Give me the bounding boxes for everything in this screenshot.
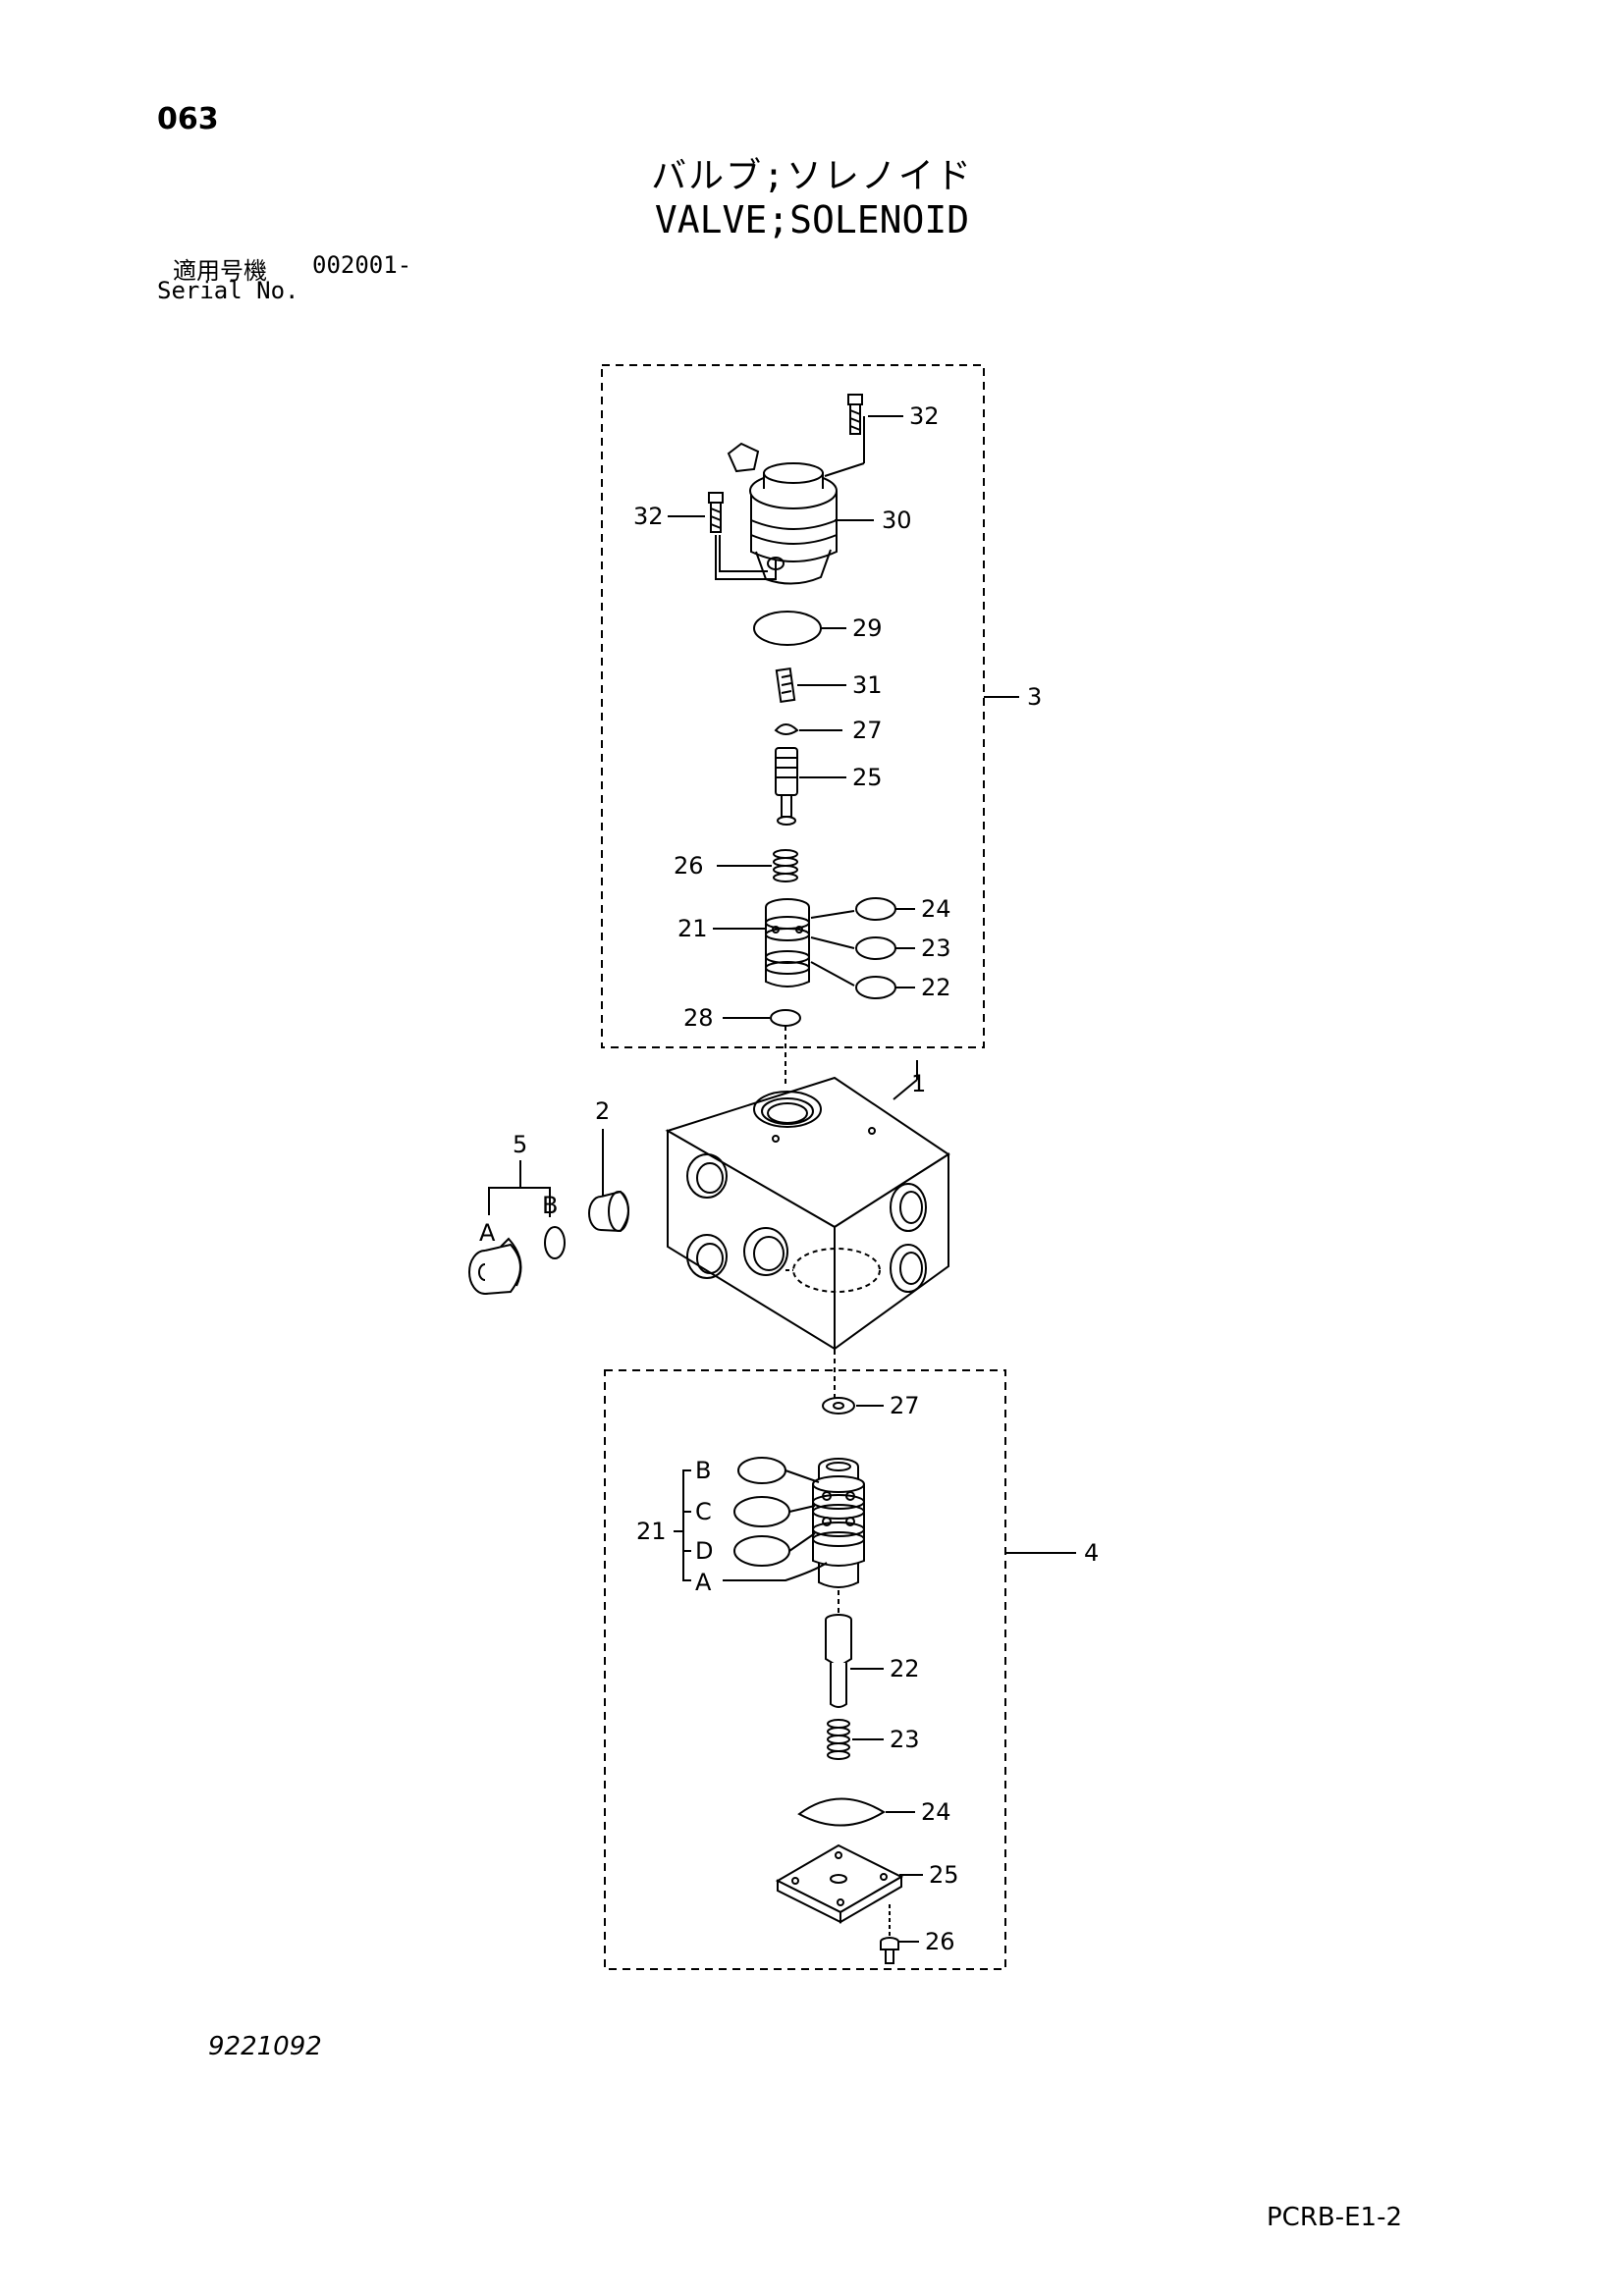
cover-part-25 [775,1843,904,1924]
spool-part-25 [775,747,798,826]
o-ring-part-22 [855,976,896,999]
callout-28: 28 [683,1004,714,1032]
callout-23-group4: 23 [890,1726,920,1753]
o-ring-part-21b [737,1457,786,1484]
snap-ring-part-27 [774,723,799,735]
callout-31: 31 [852,671,883,699]
callout-1: 1 [911,1070,926,1097]
callout-21-group4: 21 [636,1518,667,1545]
plug-part-5a [468,1237,522,1295]
cartridge-part-21 [812,1458,865,1588]
screw-part-32-left [708,492,724,533]
washer-part-27 [822,1397,855,1415]
callout-32-left: 32 [633,503,664,530]
page-title-japanese: バルブ;ソレノイド [651,156,973,196]
o-ring-part-21c [733,1496,790,1527]
callout-25-group4: 25 [929,1861,959,1889]
callout-27: 27 [852,717,883,744]
group-3-boundary [601,364,985,1048]
callout-24: 24 [921,895,951,923]
page-title: VALVE;SOLENOID [654,198,970,241]
poppet-part-22 [825,1614,852,1708]
o-ring-part-28 [770,1009,801,1027]
sleeve-part-21 [765,898,810,988]
callout-5-a: A [479,1219,496,1247]
callout-21-a: A [695,1569,712,1596]
callout-21: 21 [677,915,708,942]
o-ring-part-23 [855,936,896,960]
callout-25: 25 [852,764,883,791]
callout-22: 22 [921,974,951,1001]
callout-27-group4: 27 [890,1392,920,1419]
screw-part-32-top [847,394,863,435]
spring-part-26 [773,849,798,882]
callout-group-3: 3 [1027,683,1042,711]
callout-2: 2 [595,1097,610,1125]
callout-21-b: B [695,1457,711,1484]
callout-23: 23 [921,934,951,962]
bolt-part-26 [880,1937,899,1964]
o-ring-part-5b [544,1226,566,1259]
serial-label: Serial No. [157,277,299,304]
callout-5-b: B [542,1192,558,1219]
group-4-boundary [604,1369,1006,1970]
callout-29: 29 [852,614,883,642]
o-ring-part-24 [855,897,896,921]
callout-26: 26 [674,852,704,880]
plug-part-2 [588,1190,629,1233]
pin-part-31 [775,667,796,703]
callout-24-group4: 24 [921,1798,951,1826]
callout-26-group4: 26 [925,1928,955,1955]
callout-5: 5 [513,1131,527,1158]
callout-32-top: 32 [909,402,940,430]
page-code: PCRB-E1-2 [1267,2203,1403,2232]
valve-body-part-1 [665,1076,950,1351]
spring-part-23 [827,1719,850,1760]
gasket-part-24 [797,1797,886,1827]
o-ring-part-29 [753,611,822,646]
serial-number-value: 002001- [312,251,412,279]
callout-22-group4: 22 [890,1655,920,1682]
callout-21-d: D [695,1537,713,1565]
callout-21-c: C [695,1498,712,1525]
drawing-number: 9221092 [208,2032,322,2061]
page-number: 063 [157,102,219,136]
callout-30: 30 [882,507,912,534]
serial-label-japanese: 適用号機 [173,257,267,285]
solenoid-coil-part-30 [727,442,838,585]
o-ring-part-21d [733,1535,790,1567]
callout-group-4: 4 [1084,1539,1099,1567]
